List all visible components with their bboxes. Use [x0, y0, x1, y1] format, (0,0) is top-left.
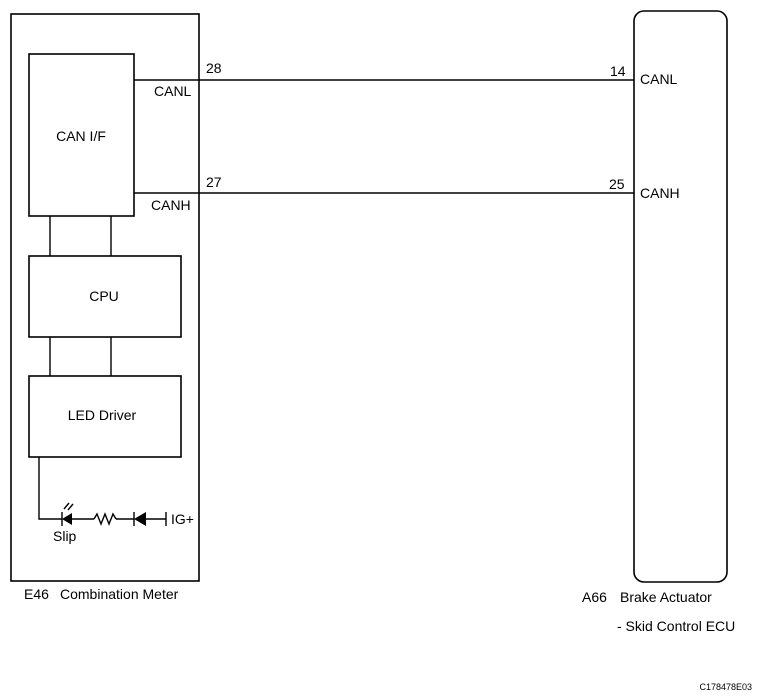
- canl-meter-pin: 28: [206, 60, 222, 76]
- combination-meter-box: [10, 13, 200, 582]
- slip-label: Slip: [53, 528, 77, 544]
- can-if-label: CAN I/F: [56, 128, 106, 144]
- slip-led-icon: [61, 502, 74, 526]
- resistor-icon: [93, 512, 117, 526]
- can-if-block: [28, 53, 135, 217]
- led-driver-block: [28, 375, 182, 458]
- slip-indicator-circuit: Slip IG+: [38, 457, 194, 544]
- led-driver-label: LED Driver: [68, 407, 137, 423]
- canh-meter-signal: CANH: [151, 197, 191, 213]
- ecu-name: Brake Actuator: [620, 589, 712, 605]
- led-driver-output-wire: [38, 457, 62, 520]
- canl-ecu-signal: CANL: [640, 71, 678, 87]
- diode-icon: [133, 512, 146, 526]
- ig-label: IG+: [171, 511, 194, 527]
- ecu-subname: - Skid Control ECU: [617, 618, 735, 634]
- canl-meter-signal: CANL: [154, 83, 192, 99]
- canh-meter-pin: 27: [206, 174, 222, 190]
- canh-ecu-pin: 25: [609, 176, 625, 192]
- cpu-block: [28, 255, 182, 338]
- canl-ecu-pin: 14: [610, 63, 626, 79]
- meter-code: E46: [24, 586, 49, 602]
- meter-name: Combination Meter: [60, 586, 179, 602]
- brake-actuator-box: [633, 10, 728, 583]
- ecu-code: A66: [582, 589, 607, 605]
- canh-ecu-signal: CANH: [640, 185, 680, 201]
- figure-id: C178478E03: [699, 682, 752, 692]
- cpu-label: CPU: [89, 288, 119, 304]
